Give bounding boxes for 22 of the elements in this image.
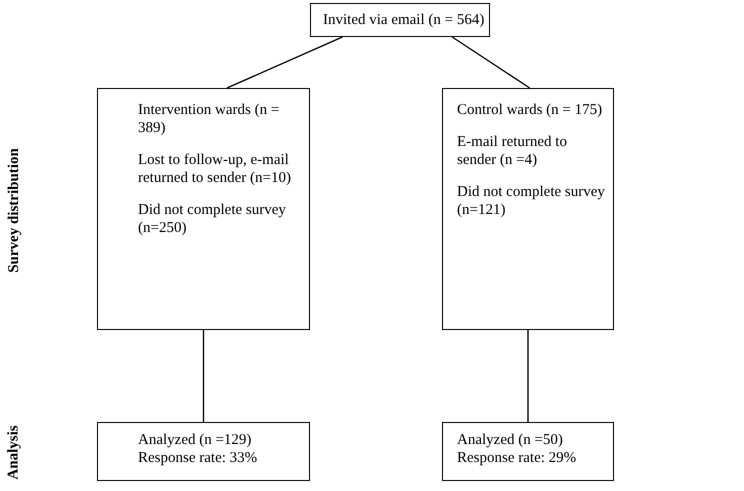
box-text: Analyzed (n =50) — [457, 431, 564, 449]
process-box — [310, 3, 490, 37]
connector-line — [452, 36, 530, 89]
box-text: Invited via email (n = 564) — [323, 11, 486, 29]
box-text: Analyzed (n =129) — [138, 431, 252, 449]
box-text: Control wards (n = 175) — [457, 101, 604, 119]
section-label: Analysis — [6, 424, 23, 480]
box-text: E-mail returned to sender (n =4) — [457, 133, 568, 169]
process-box — [442, 422, 614, 481]
box-text: Intervention wards (n = 389) — [138, 101, 280, 137]
box-text: Response rate: 33% — [138, 449, 258, 467]
process-box — [442, 88, 614, 330]
box-text: Response rate: 29% — [457, 449, 578, 467]
box-text: Lost to follow-up, e-mail returned to sender (n=10) — [138, 151, 292, 187]
connector-line — [202, 330, 204, 422]
box-text: Did not complete survey (n=121) — [457, 183, 605, 219]
box-text: Did not complete survey (n=250) — [138, 201, 287, 237]
process-box — [97, 422, 310, 481]
connector-line — [226, 36, 343, 89]
section-label: Survey distribution — [5, 148, 22, 272]
process-box — [97, 88, 310, 330]
connector-line — [527, 330, 529, 422]
